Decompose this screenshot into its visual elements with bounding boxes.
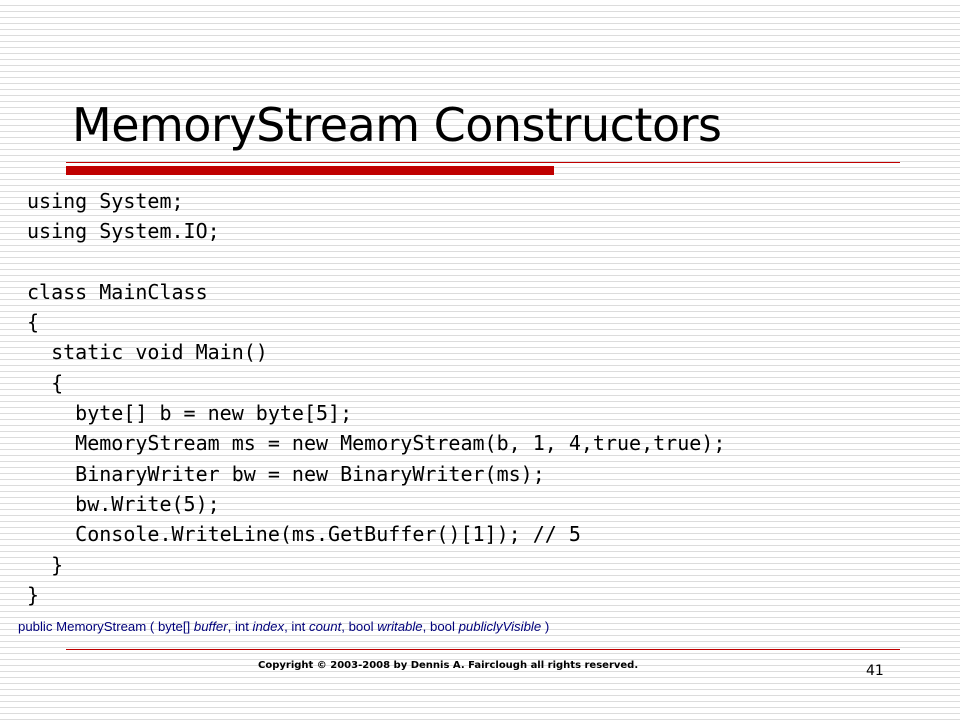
page-number: 41	[866, 663, 884, 679]
caption-param-publicly-visible: publiclyVisible	[458, 619, 542, 634]
code-line: using System.IO;	[27, 219, 220, 244]
caption-separator: , bool	[422, 619, 459, 634]
code-line: bw.Write(5);	[27, 491, 220, 516]
caption-separator: , bool	[341, 619, 378, 634]
code-line: using System;	[27, 189, 184, 213]
constructor-signature-caption: public MemoryStream ( byte[] buffer, int…	[18, 618, 549, 636]
code-line: }	[27, 552, 64, 577]
caption-param-writable: writable	[377, 619, 423, 634]
footer-rule	[66, 649, 900, 650]
caption-param-count: count	[309, 619, 342, 634]
caption-separator: , int	[284, 619, 309, 634]
code-line: byte[] b = new byte[5];	[27, 401, 353, 426]
code-listing: using System; using System.IO; class Mai…	[27, 186, 937, 610]
code-line: Console.WriteLine(ms.GetBuffer()[1]); //…	[27, 522, 581, 547]
code-line: {	[27, 310, 40, 335]
title-underline-thick	[66, 166, 554, 175]
caption-param-buffer: buffer	[193, 619, 228, 634]
caption-param-index: index	[252, 619, 285, 634]
title-underline-thin	[66, 162, 900, 163]
code-line: {	[27, 370, 64, 395]
code-line	[27, 247, 937, 277]
code-line: class MainClass	[27, 279, 208, 304]
code-line: MemoryStream ms = new MemoryStream(b, 1,…	[27, 431, 726, 456]
code-line: BinaryWriter bw = new BinaryWriter(ms);	[27, 461, 545, 486]
code-line: static void Main()	[27, 340, 268, 365]
slide-title: MemoryStream Constructors	[72, 98, 722, 152]
caption-prefix: public MemoryStream ( byte[]	[18, 619, 194, 634]
caption-suffix: )	[541, 619, 550, 634]
copyright-notice: Copyright © 2003-2008 by Dennis A. Fairc…	[258, 660, 639, 671]
code-line: }	[27, 582, 40, 607]
caption-separator: , int	[227, 619, 253, 634]
